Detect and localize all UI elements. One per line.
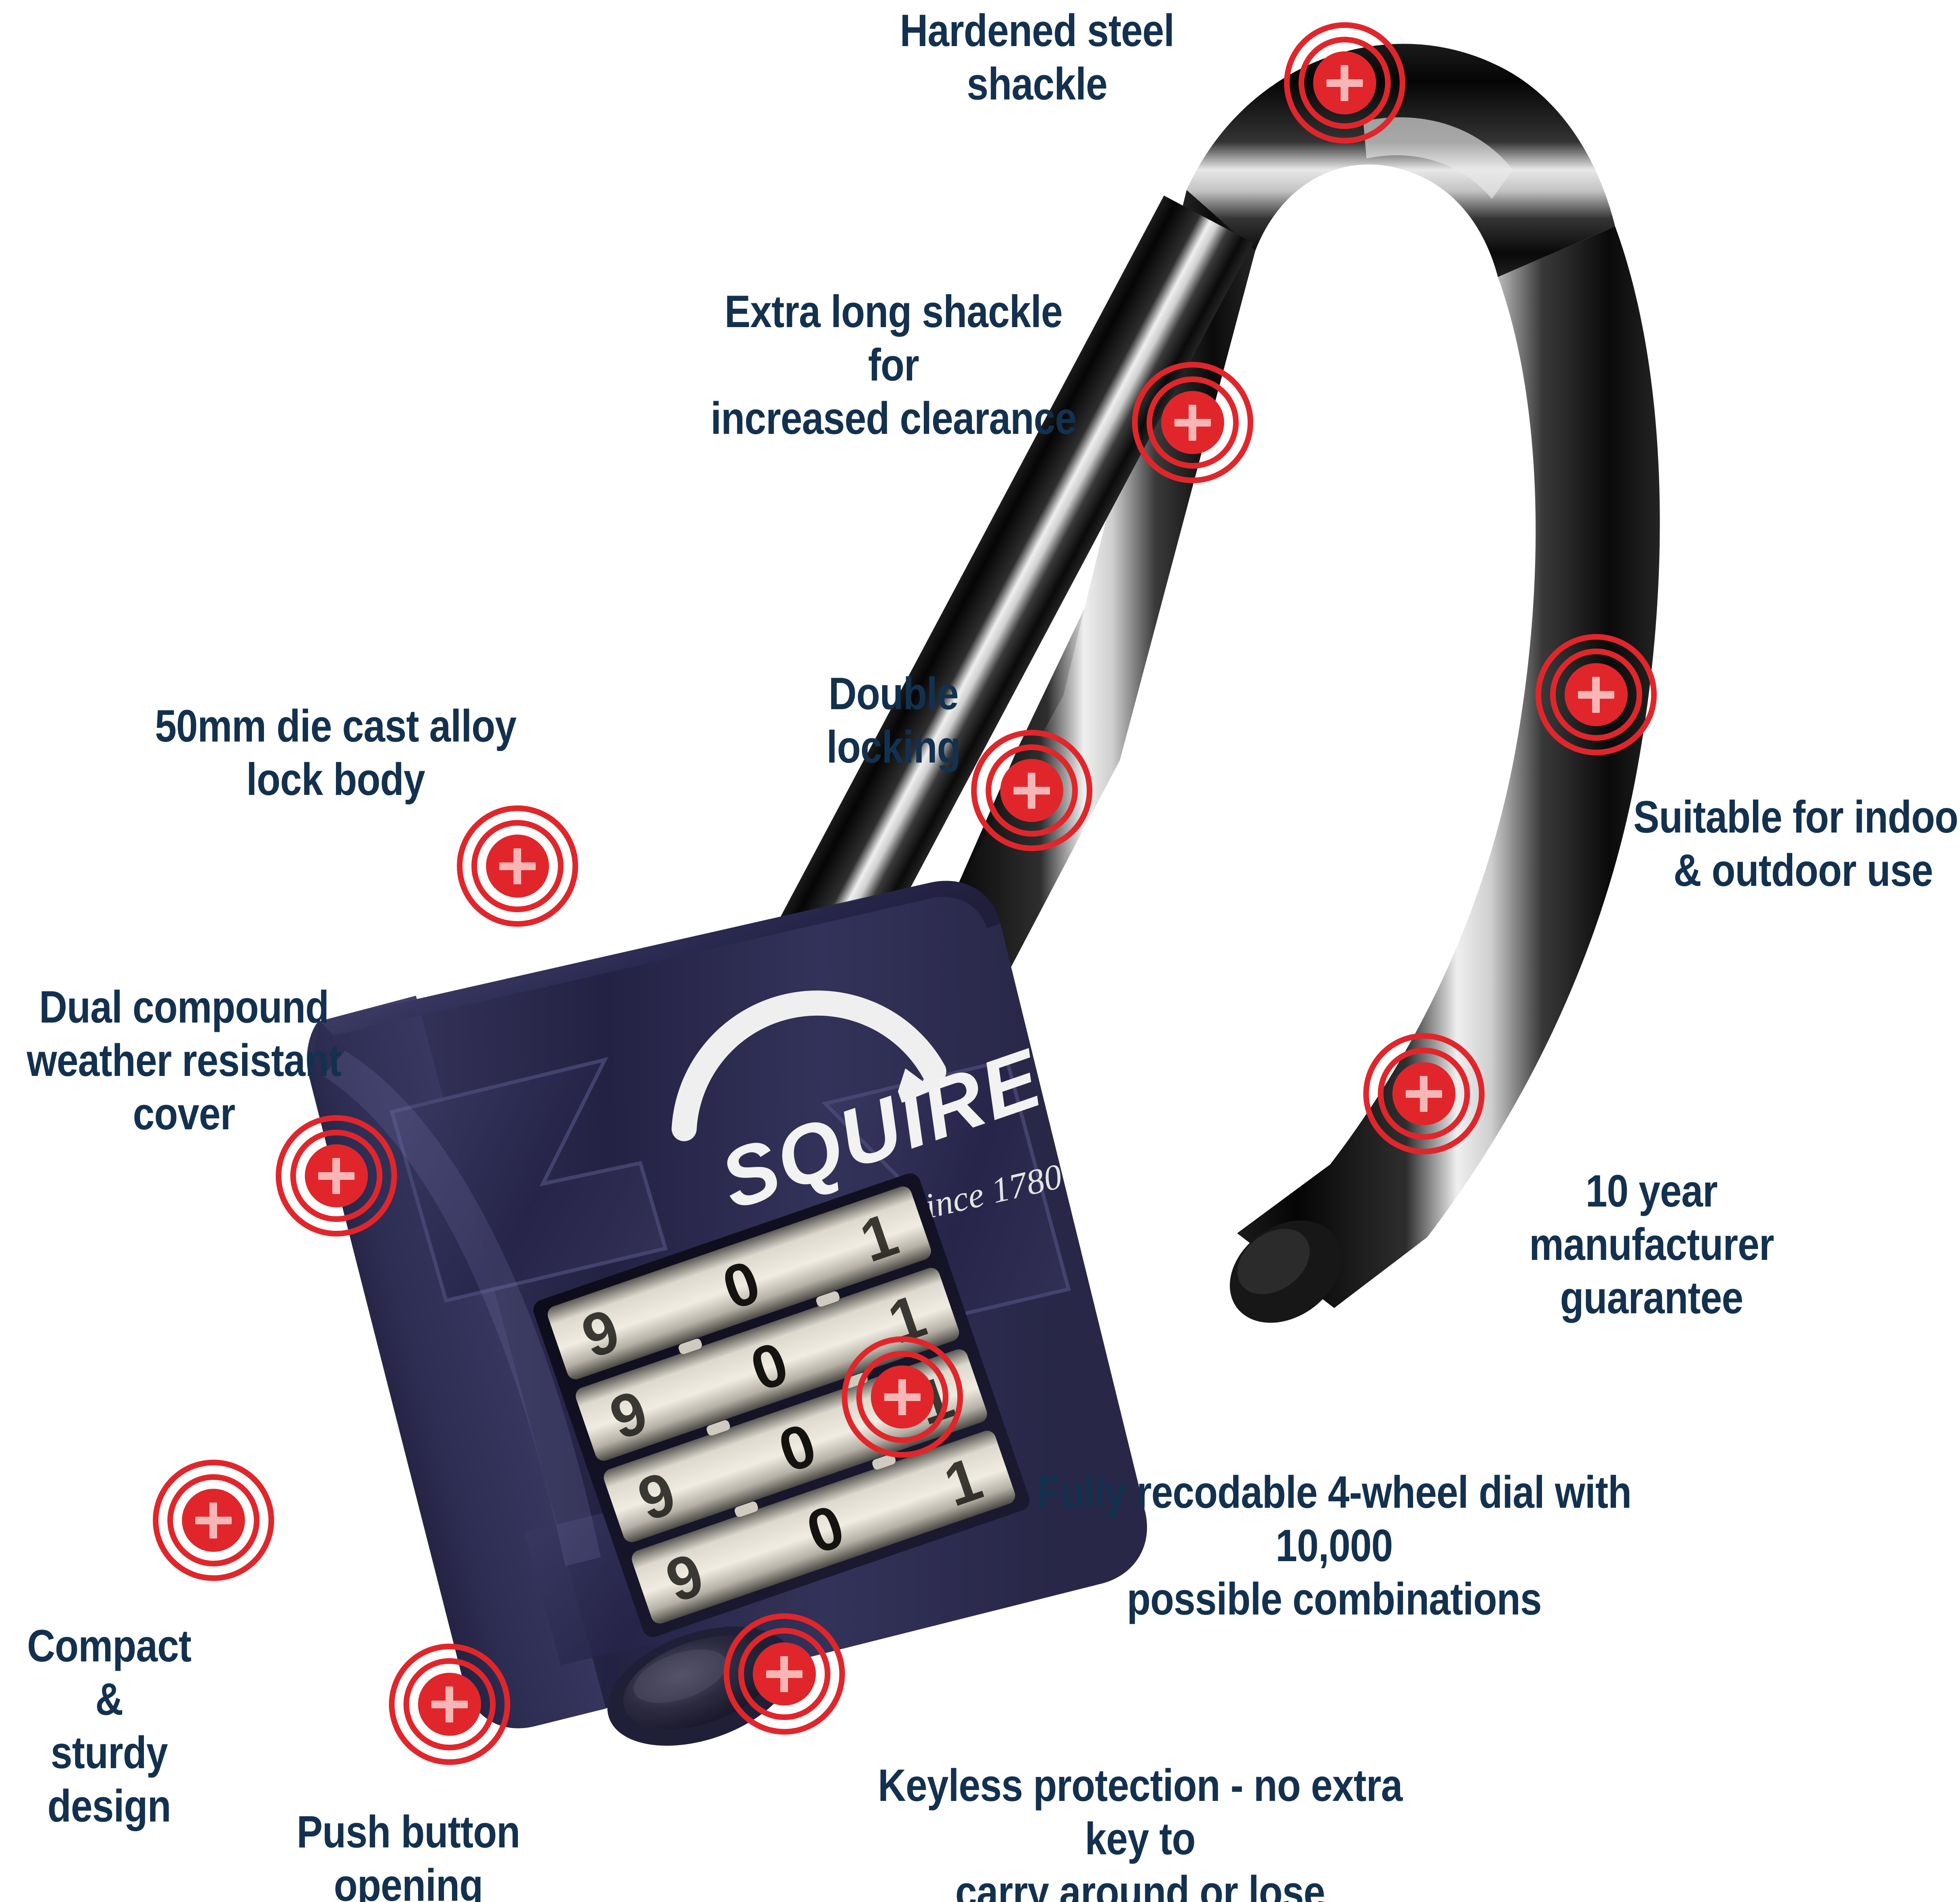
feature-label-ten-year-guarantee: 10 year manufacturer guarantee (1529, 1166, 1774, 1323)
feature-marker-push-button-opening[interactable] (389, 1644, 510, 1765)
svg-text:0: 0 (770, 1410, 824, 1485)
feature-marker-extra-long-shackle[interactable] (1132, 362, 1253, 483)
svg-text:0: 0 (798, 1492, 853, 1567)
feature-label-compact-sturdy-design: Compact & sturdy design (27, 1621, 192, 1832)
feature-marker-compact-sturdy-design[interactable] (153, 1460, 274, 1581)
feature-label-suitable-indoor-outdoor: Suitable for indoor & outdoor use (1633, 792, 1960, 896)
svg-text:9: 9 (630, 1458, 684, 1534)
squire-logo: SQUIRE Lockmakers Since 1780 (672, 990, 1066, 1271)
svg-text:9: 9 (574, 1295, 628, 1371)
plus-icon (209, 1503, 217, 1539)
feature-marker-ten-year-guarantee[interactable] (1363, 1033, 1485, 1154)
feature-marker-keyless-protection[interactable] (724, 1613, 845, 1735)
svg-text:Lockmakers Since 1780: Lockmakers Since 1780 (727, 1157, 1066, 1271)
plus-icon (780, 1656, 788, 1692)
feature-label-fully-recodable-dial: Fully recodable 4-wheel dial with 10,000… (1037, 1467, 1632, 1625)
feature-label-double-locking: Double locking (826, 668, 961, 773)
plus-icon (1420, 1076, 1428, 1112)
svg-text:0: 0 (742, 1329, 796, 1404)
feature-label-extra-long-shackle: Extra long shackle for increased clearan… (710, 286, 1077, 444)
plus-icon (1028, 773, 1035, 809)
svg-text:9: 9 (602, 1377, 656, 1452)
plus-icon (446, 1686, 453, 1722)
feature-marker-suitable-indoor-outdoor[interactable] (1535, 634, 1657, 755)
feature-label-push-button-opening: Push button opening (296, 1807, 520, 1902)
plus-icon (332, 1158, 340, 1194)
feature-label-dual-compound-cover: Dual compound weather resistant cover (27, 982, 342, 1139)
feature-marker-dual-compound-cover[interactable] (276, 1115, 397, 1236)
feature-label-keyless-protection: Keyless protection - no extra key to car… (878, 1760, 1402, 1902)
plus-icon (898, 1379, 906, 1415)
feature-marker-fifty-mm-lock-body[interactable] (457, 805, 578, 927)
svg-text:0: 0 (714, 1247, 769, 1322)
feature-marker-fully-recodable-dial[interactable] (842, 1336, 963, 1458)
plus-icon (1341, 65, 1348, 101)
svg-text:1: 1 (852, 1200, 906, 1275)
feature-marker-double-locking[interactable] (971, 730, 1092, 851)
svg-text:9: 9 (658, 1540, 712, 1615)
svg-text:SQUIRE: SQUIRE (709, 1031, 1054, 1227)
feature-marker-hardened-steel-shackle[interactable] (1284, 22, 1405, 144)
plus-icon (1592, 677, 1600, 713)
feature-label-hardened-steel-shackle: Hardened steel shackle (900, 5, 1174, 110)
plus-icon (513, 848, 521, 884)
feature-label-fifty-mm-lock-body: 50mm die cast alloy lock body (155, 701, 517, 805)
plus-icon (1189, 405, 1196, 441)
